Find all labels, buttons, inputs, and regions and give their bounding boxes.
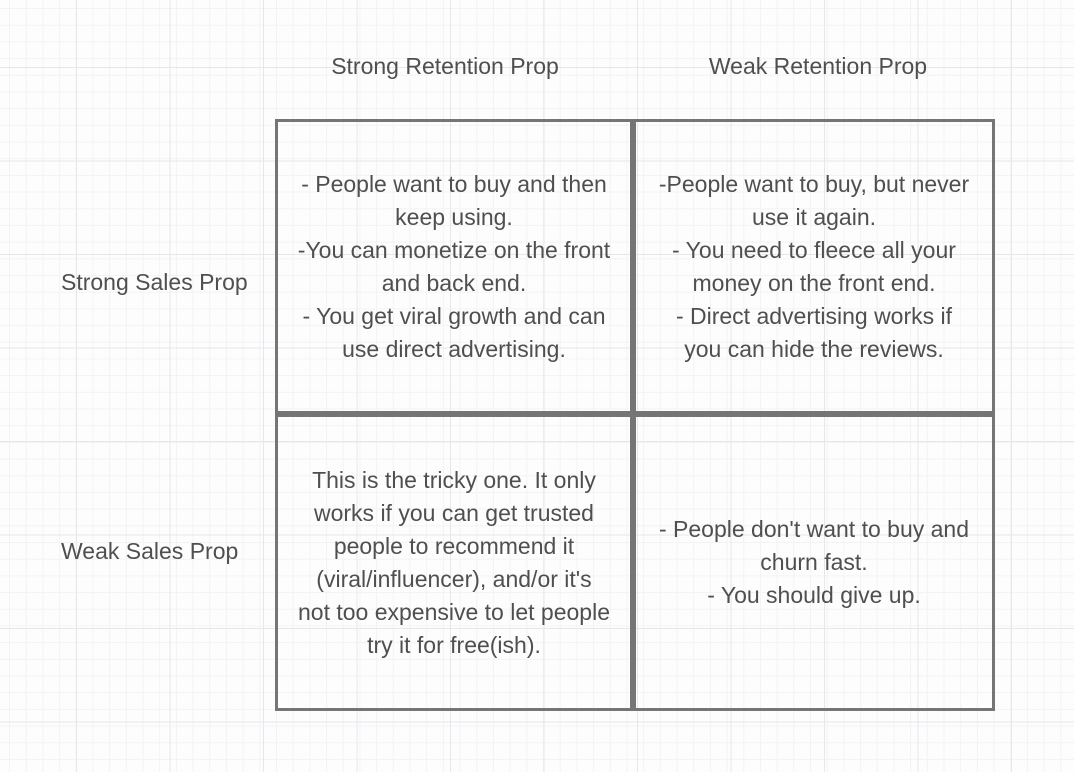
quadrant-weak-sales-weak-retention[interactable]: - People don't want to buy and churn fas… [633, 414, 995, 711]
quadrant-strong-sales-weak-retention[interactable]: -People want to buy, but never use it ag… [633, 119, 995, 414]
quadrant-text-weak-sales-weak-retention: - People don't want to buy and churn fas… [659, 516, 969, 608]
quadrant-text-weak-sales-strong-retention: This is the tricky one. It only works if… [297, 466, 610, 658]
column-header-weak-retention[interactable]: Weak Retention Prop [708, 53, 928, 79]
two-by-two-matrix: - People want to buy and then keep using… [275, 119, 995, 711]
quadrant-weak-sales-strong-retention[interactable]: This is the tricky one. It only works if… [275, 414, 633, 711]
quadrant-strong-sales-strong-retention[interactable]: - People want to buy and then keep using… [275, 119, 633, 414]
row-header-strong-sales[interactable]: Strong Sales Prop [61, 269, 248, 295]
row-header-weak-sales[interactable]: Weak Sales Prop [61, 538, 239, 564]
column-header-strong-retention[interactable]: Strong Retention Prop [331, 53, 559, 79]
quadrant-text-strong-sales-weak-retention: -People want to buy, but never use it ag… [658, 170, 970, 362]
quadrant-text-strong-sales-strong-retention: - People want to buy and then keep using… [297, 170, 611, 362]
